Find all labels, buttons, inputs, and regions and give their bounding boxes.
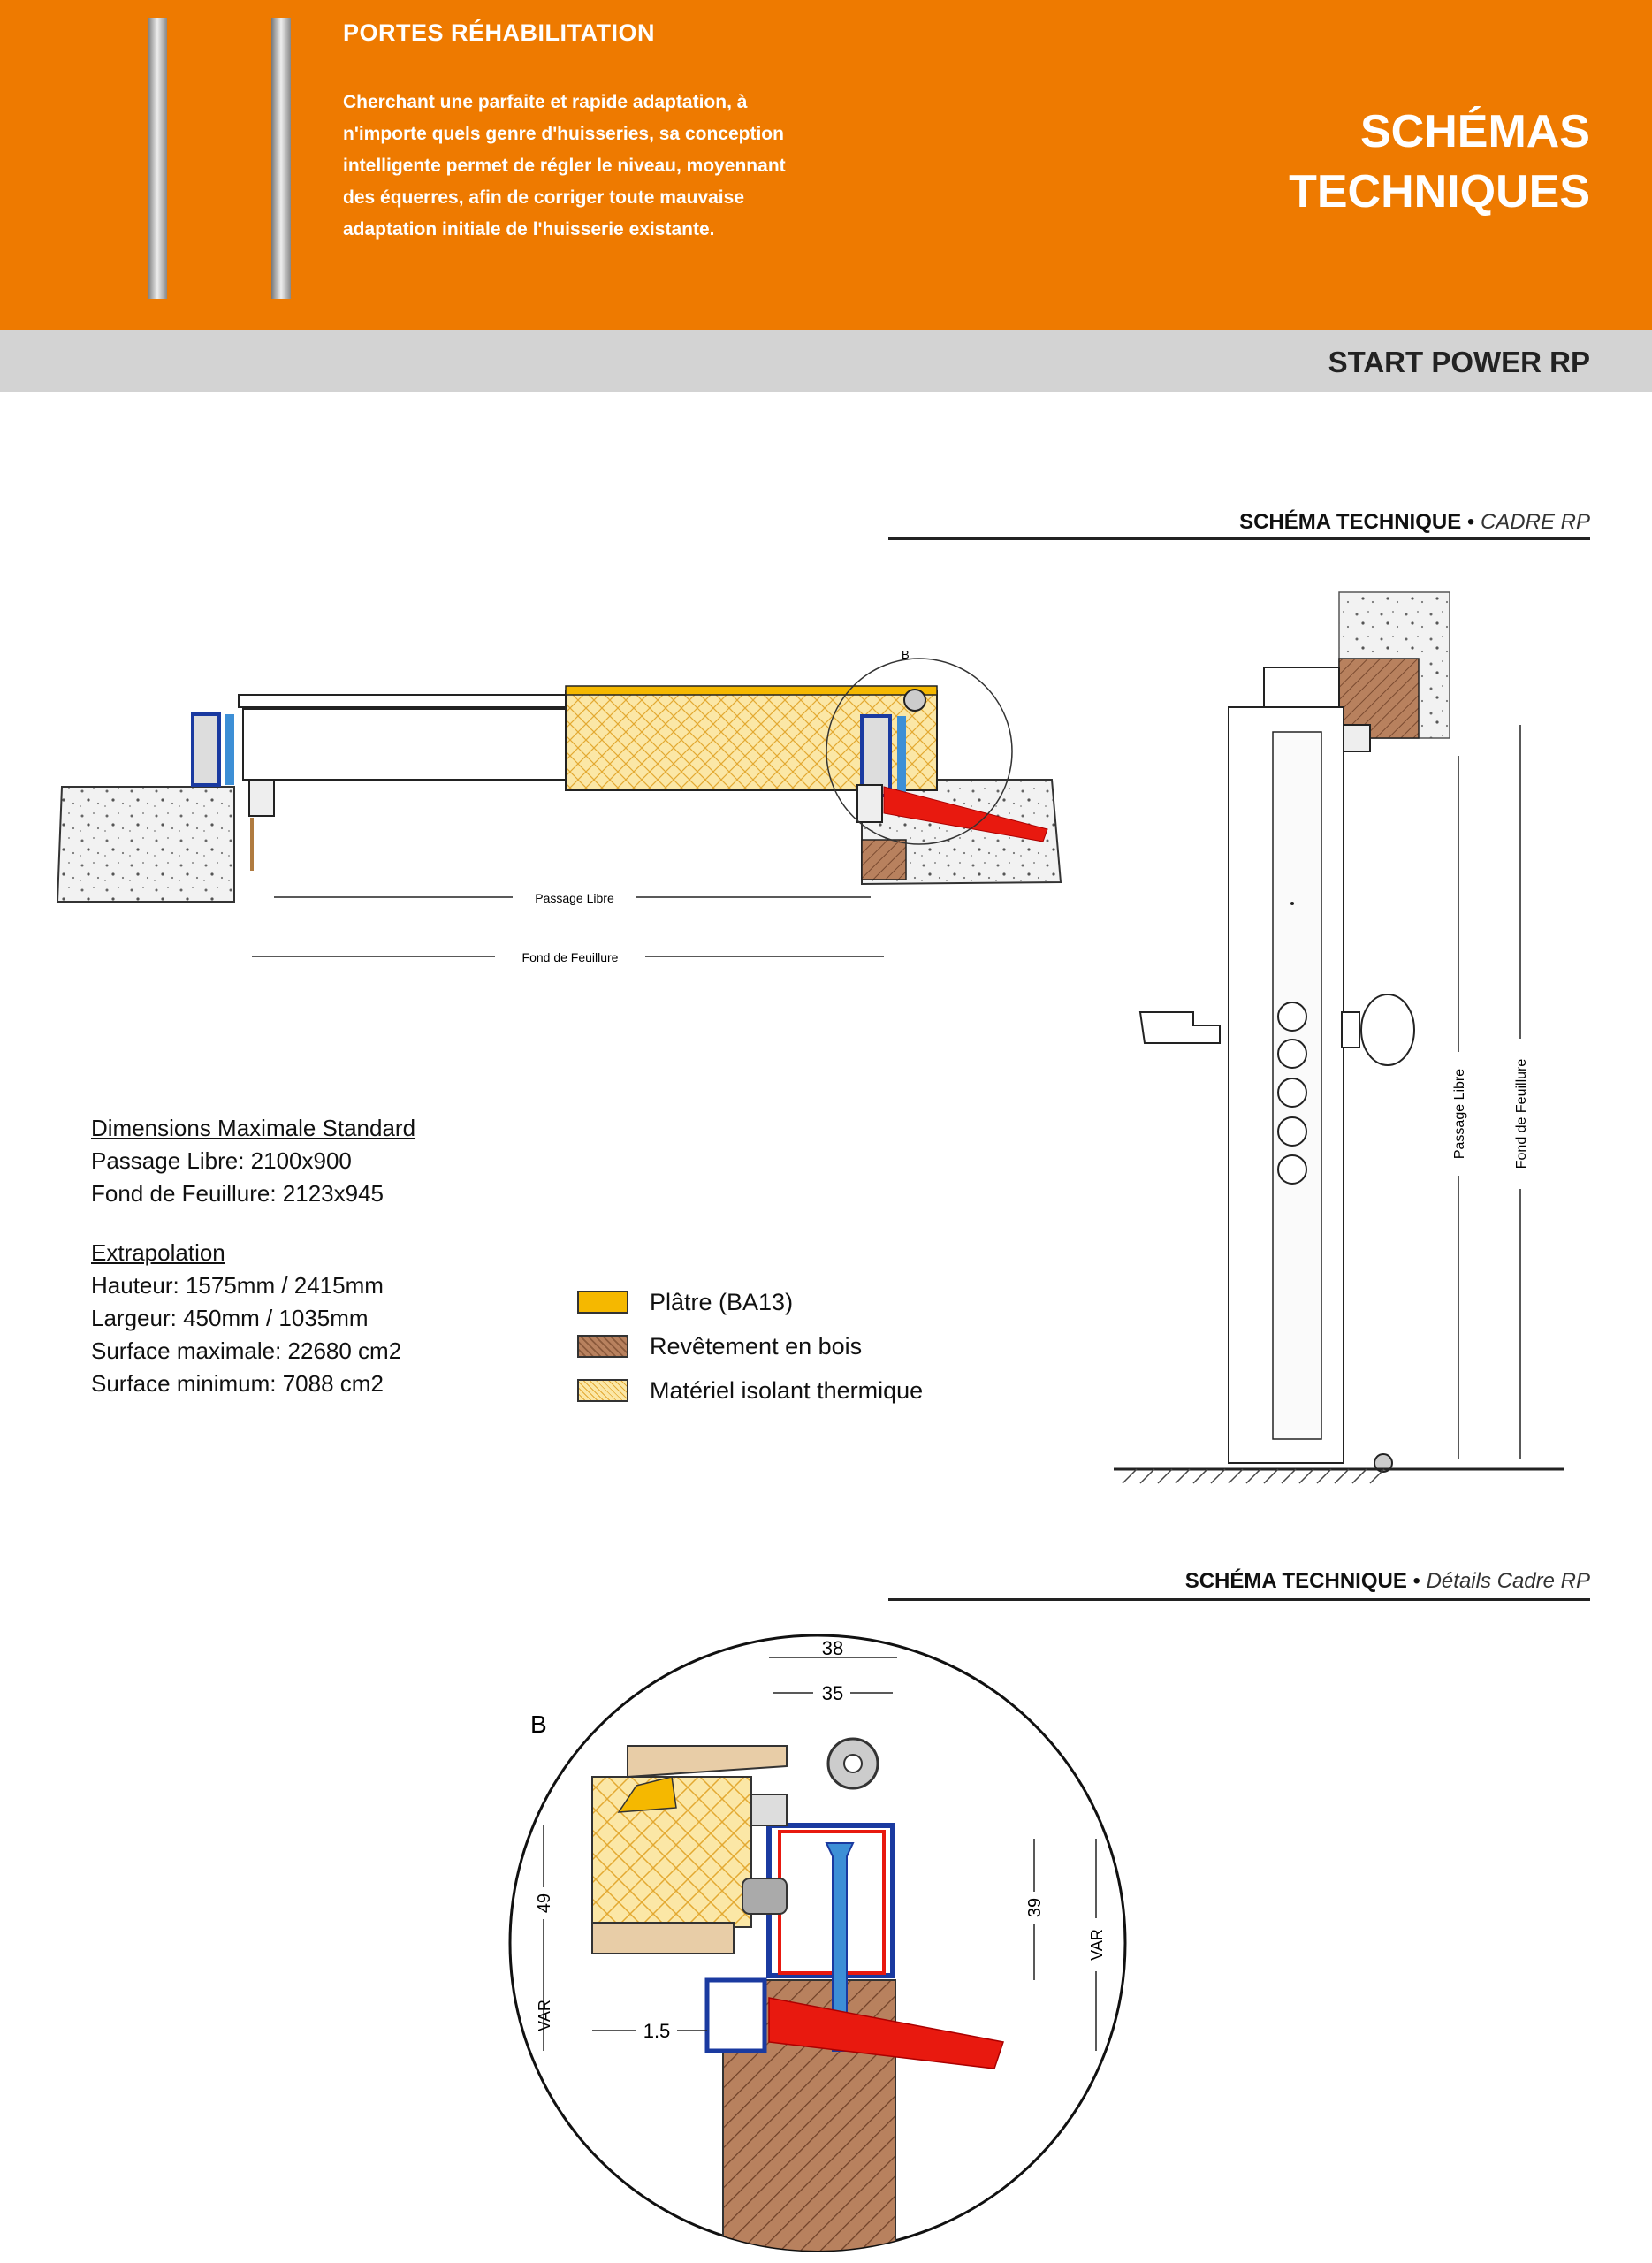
legend-label: Matériel isolant thermique <box>650 1377 924 1404</box>
frame-left <box>191 712 221 787</box>
plan-view-diagram: B Passage Libre Fond de Feuillure <box>56 648 1062 965</box>
section2-heading: SCHÉMA TECHNIQUE • Détails Cadre RP <box>1185 1569 1590 1594</box>
door-leaf-top <box>238 694 620 708</box>
detail-ref-b: B <box>530 1711 547 1738</box>
detail-clip <box>742 1878 788 1915</box>
page-heading: SCHÉMAS TECHNIQUES <box>1289 102 1590 222</box>
frame-profile-image <box>148 18 167 299</box>
section2-separator: • <box>1406 1569 1427 1593</box>
materials-legend: Plâtre (BA13) Revêtement en bois Matérie… <box>577 1280 923 1413</box>
legend-swatch-plaster <box>577 1291 628 1314</box>
page-heading-line2: TECHNIQUES <box>1289 166 1590 217</box>
legend-item: Plâtre (BA13) <box>577 1280 923 1324</box>
detail-insulation <box>591 1776 752 1928</box>
legend-swatch-insulation <box>577 1379 628 1402</box>
section2-label: SCHÉMA TECHNIQUE <box>1184 1569 1407 1593</box>
elevation-fond-de-feuillure: Fond de Feuillure <box>1514 1059 1529 1170</box>
dim-1-5: 1.5 <box>643 2020 671 2042</box>
section2-rule <box>888 1598 1590 1601</box>
plan-fond-de-feuillure: Fond de Feuillure <box>522 950 619 964</box>
legend-item: Matériel isolant thermique <box>577 1368 923 1413</box>
knob-rose <box>1341 1011 1360 1048</box>
frame-left-clip <box>248 780 275 817</box>
lock-point-icon <box>1277 1078 1307 1108</box>
detail-anchor <box>768 1997 1004 2069</box>
door-leaf-left <box>242 708 620 781</box>
lock-point-icon <box>1277 1116 1307 1147</box>
section1-heading: SCHÉMA TECHNIQUE • CADRE RP <box>1239 510 1590 535</box>
frame-right-bolt <box>897 716 906 796</box>
dimensions-block: Dimensions Maximale Standard Passage Lib… <box>91 1112 415 1400</box>
frame-head-clip <box>1343 724 1371 752</box>
section2-sub: Détails Cadre RP <box>1426 1569 1590 1593</box>
detail-ref-label: B <box>902 648 910 661</box>
section1-separator: • <box>1461 510 1481 534</box>
extrapolation-heading: Extrapolation <box>91 1239 225 1266</box>
detail-leaf-clip <box>704 1977 767 2053</box>
lock-point-icon <box>1277 1154 1307 1185</box>
detail-plaster <box>617 1776 677 1813</box>
detail-panel-top <box>627 1745 788 1779</box>
extrapolation-hauteur: Hauteur: 1575mm / 2415mm <box>91 1272 384 1299</box>
keyhole-icon <box>1290 902 1294 905</box>
dimensions-heading: Dimensions Maximale Standard <box>91 1115 416 1141</box>
door-leaf-plaster <box>565 685 938 696</box>
frame-right-clip <box>856 784 883 823</box>
lock-point-icon <box>1277 1002 1307 1032</box>
frame-profile-image <box>271 18 291 299</box>
detail-panel-bottom <box>591 1922 735 1954</box>
extrapolation-surface-max: Surface maximale: 22680 cm2 <box>91 1337 402 1364</box>
detail-b-diagram: B 38 35 49 VAR 39 VAR 1.5 <box>508 1634 1127 2252</box>
extrapolation-surface-min: Surface minimum: 7088 cm2 <box>91 1370 384 1397</box>
floor-hatch <box>1122 1468 1385 1484</box>
door-bottom-seal <box>1374 1453 1393 1473</box>
dim-passage-libre-text: Passage Libre: 2100x900 <box>91 1147 352 1174</box>
elevation-passage-libre: Passage Libre <box>1452 1069 1467 1159</box>
header-description: Cherchant une parfaite et rapide adaptat… <box>343 92 786 240</box>
frame-right-wood <box>861 839 907 880</box>
legend-label: Revêtement en bois <box>650 1333 863 1360</box>
legend-item: Revêtement en bois <box>577 1324 923 1368</box>
dim-35: 35 <box>822 1682 843 1704</box>
hinge <box>903 689 926 712</box>
frame-left-bolt <box>225 714 234 785</box>
dim-49: 49 <box>535 1893 554 1913</box>
header-banner: PORTES RÉHABILITATION Cherchant une parf… <box>0 0 1652 330</box>
dim-38: 38 <box>822 1637 843 1659</box>
door-knob-icon <box>1360 994 1415 1066</box>
detail-frame-lip <box>750 1794 788 1826</box>
plan-passage-libre: Passage Libre <box>535 891 614 905</box>
section1-sub: CADRE RP <box>1480 510 1590 534</box>
legend-swatch-wood <box>577 1335 628 1358</box>
elevation-view-diagram: Passage Libre Fond de Feuillure <box>1114 591 1564 1484</box>
legend-label: Plâtre (BA13) <box>650 1289 794 1315</box>
dim-fond-feuillure-text: Fond de Feuillure: 2123x945 <box>91 1180 384 1207</box>
frame-right <box>860 714 892 797</box>
section1-label: SCHÉMA TECHNIQUE <box>1239 510 1462 534</box>
header-title: PORTES RÉHABILITATION <box>343 19 655 46</box>
door-handle-icon <box>1138 1011 1221 1044</box>
section1-rule <box>888 537 1590 540</box>
detail-hinge-pin <box>843 1754 863 1773</box>
model-band: START POWER RP <box>0 330 1652 392</box>
lock-point-icon <box>1277 1039 1307 1069</box>
page-heading-line1: SCHÉMAS <box>1359 106 1590 157</box>
anchor-fixing <box>883 786 1048 842</box>
detail-circle <box>826 658 1013 845</box>
model-name: START POWER RP <box>1328 346 1590 378</box>
dim-var-right: VAR <box>1088 1929 1106 1961</box>
extrapolation-largeur: Largeur: 450mm / 1035mm <box>91 1305 369 1331</box>
wall-left <box>56 786 235 903</box>
dim-39: 39 <box>1025 1898 1045 1917</box>
dim-var-left: VAR <box>536 2000 553 2031</box>
